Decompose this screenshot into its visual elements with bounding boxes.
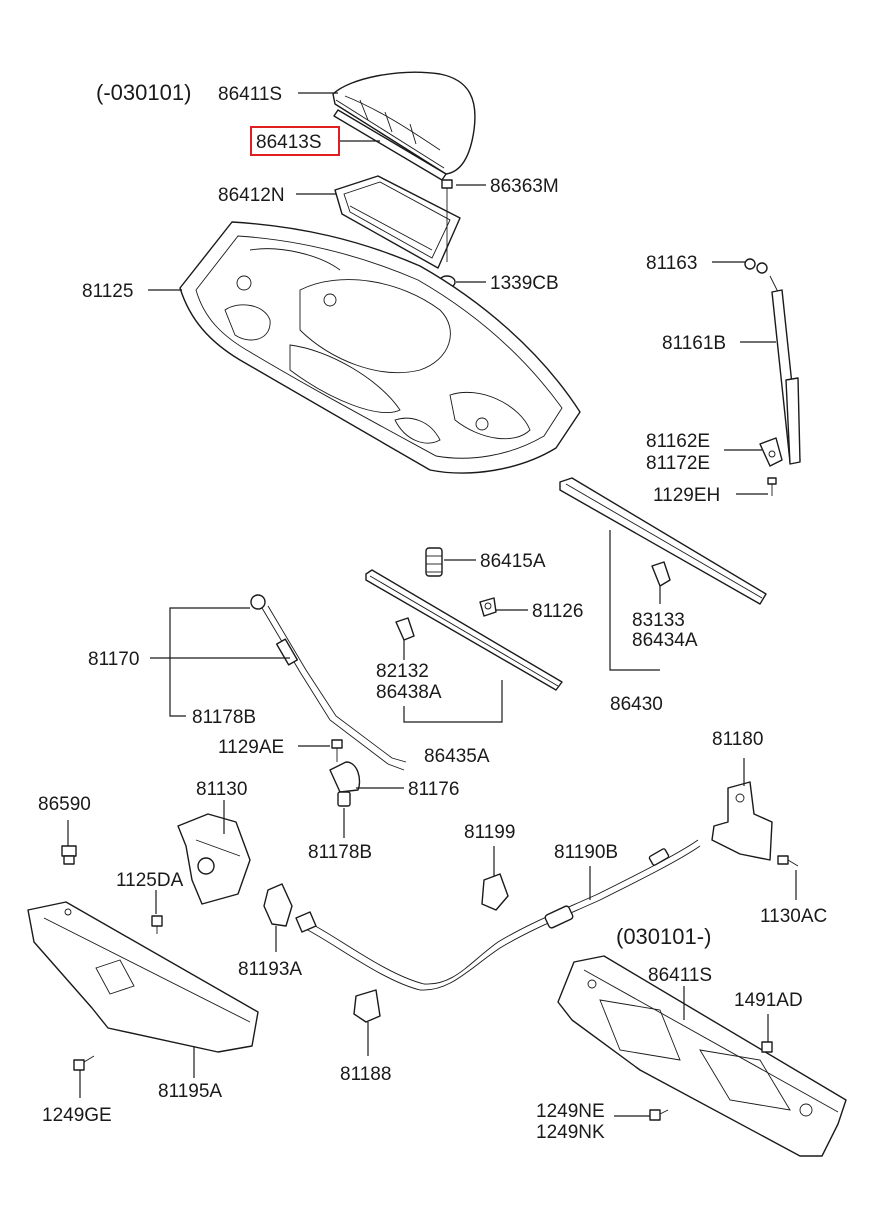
label-86411s-bottom[interactable]: 86411S [648, 965, 712, 986]
label-1125da[interactable]: 1125DA [116, 870, 184, 891]
label-86430[interactable]: 86430 [610, 694, 663, 715]
bolt-86590-part[interactable] [61, 845, 77, 865]
labels: (-030101) 86411S 86413S 86412N 86363M 13… [38, 80, 827, 1143]
label-1249ne[interactable]: 1249NE [536, 1101, 605, 1122]
label-86412n[interactable]: 86412N [218, 185, 285, 206]
clip-82132-part[interactable] [395, 617, 415, 641]
label-86411s-top[interactable]: 86411S [218, 84, 282, 105]
label-1249ge[interactable]: 1249GE [42, 1105, 112, 1126]
label-81195a[interactable]: 81195A [158, 1081, 222, 1102]
hood-stay-rod-part[interactable] [250, 594, 407, 771]
label-81170[interactable]: 81170 [88, 649, 139, 670]
latch-bracket-part[interactable] [711, 781, 773, 861]
label-81180[interactable]: 81180 [712, 729, 763, 750]
label-86363m[interactable]: 86363M [490, 176, 559, 197]
bolt-1249ge-part[interactable] [73, 1055, 95, 1071]
label-86435a[interactable]: 86435A [424, 746, 490, 767]
label-82132[interactable]: 82132 [376, 661, 429, 682]
label-81126[interactable]: 81126 [532, 601, 583, 622]
label-1249nk[interactable]: 1249NK [536, 1122, 605, 1143]
label-81130[interactable]: 81130 [196, 779, 247, 800]
support-panel-part[interactable] [27, 901, 259, 1053]
hood-panel-part[interactable] [179, 221, 581, 474]
bolt-1125da-part[interactable] [151, 915, 163, 934]
gasket-part[interactable] [334, 175, 461, 269]
bolt-1129ae-part[interactable] [331, 739, 343, 762]
label-81176[interactable]: 81176 [408, 779, 459, 800]
label-86415a[interactable]: 86415A [480, 551, 546, 572]
label-81178b-bottom[interactable]: 81178B [308, 842, 372, 863]
label-81163[interactable]: 81163 [646, 253, 697, 274]
label-81178b-top[interactable]: 81178B [192, 707, 256, 728]
date-range-before: (-030101) [96, 80, 191, 105]
clip-81126-part[interactable] [479, 597, 497, 617]
label-86434a[interactable]: 86434A [632, 630, 698, 651]
label-86438a[interactable]: 86438A [376, 682, 442, 703]
hood-lift-strut-part[interactable] [744, 258, 801, 465]
highlight-box [250, 126, 340, 156]
label-86413s[interactable]: 86413S [256, 132, 322, 153]
bolt-1491ad-part[interactable] [761, 1041, 773, 1053]
label-1129ae[interactable]: 1129AE [218, 737, 284, 758]
label-81188[interactable]: 81188 [340, 1064, 391, 1085]
bolt-1129eh-part[interactable] [767, 477, 777, 496]
label-81172e[interactable]: 81172E [646, 453, 710, 474]
bolt-1130ac-part[interactable] [777, 855, 799, 867]
label-83133[interactable]: 83133 [632, 610, 685, 631]
label-86590[interactable]: 86590 [38, 794, 91, 815]
label-1130ac[interactable]: 1130AC [760, 906, 827, 927]
label-1129eh[interactable]: 1129EH [653, 485, 720, 506]
date-range-after: (030101-) [616, 924, 711, 949]
bumper-stop-part[interactable] [425, 547, 443, 577]
label-1491ad[interactable]: 1491AD [734, 990, 803, 1011]
cable-grommet-part[interactable] [263, 883, 293, 927]
hood-scoop-part[interactable] [332, 71, 476, 175]
clip-83133-part[interactable] [651, 561, 671, 587]
label-81125[interactable]: 81125 [82, 281, 133, 302]
label-81161b[interactable]: 81161B [662, 333, 726, 354]
hood-scoop-panel-part[interactable] [557, 955, 847, 1157]
leader-lines [67, 92, 797, 1117]
weatherstrip-86435a-part[interactable] [365, 569, 563, 691]
weatherstrip-86430-part[interactable] [559, 477, 767, 605]
grommet-part[interactable] [337, 791, 351, 807]
label-81190b[interactable]: 81190B [554, 842, 618, 863]
strut-bracket-part[interactable] [759, 437, 783, 467]
bolt-86363m-part[interactable] [441, 179, 453, 262]
label-81193a[interactable]: 81193A [238, 959, 302, 980]
release-cable-part[interactable] [295, 839, 701, 991]
label-81199[interactable]: 81199 [464, 822, 515, 843]
cable-clip-part[interactable] [481, 873, 509, 911]
label-81162e[interactable]: 81162E [646, 431, 710, 452]
hood-latch-part[interactable] [177, 813, 251, 905]
rod-holder-part[interactable] [329, 761, 361, 793]
bolt-1249ne-part[interactable] [649, 1109, 669, 1121]
label-1339cb[interactable]: 1339CB [490, 273, 559, 294]
cable-holder-part[interactable] [353, 989, 381, 1023]
